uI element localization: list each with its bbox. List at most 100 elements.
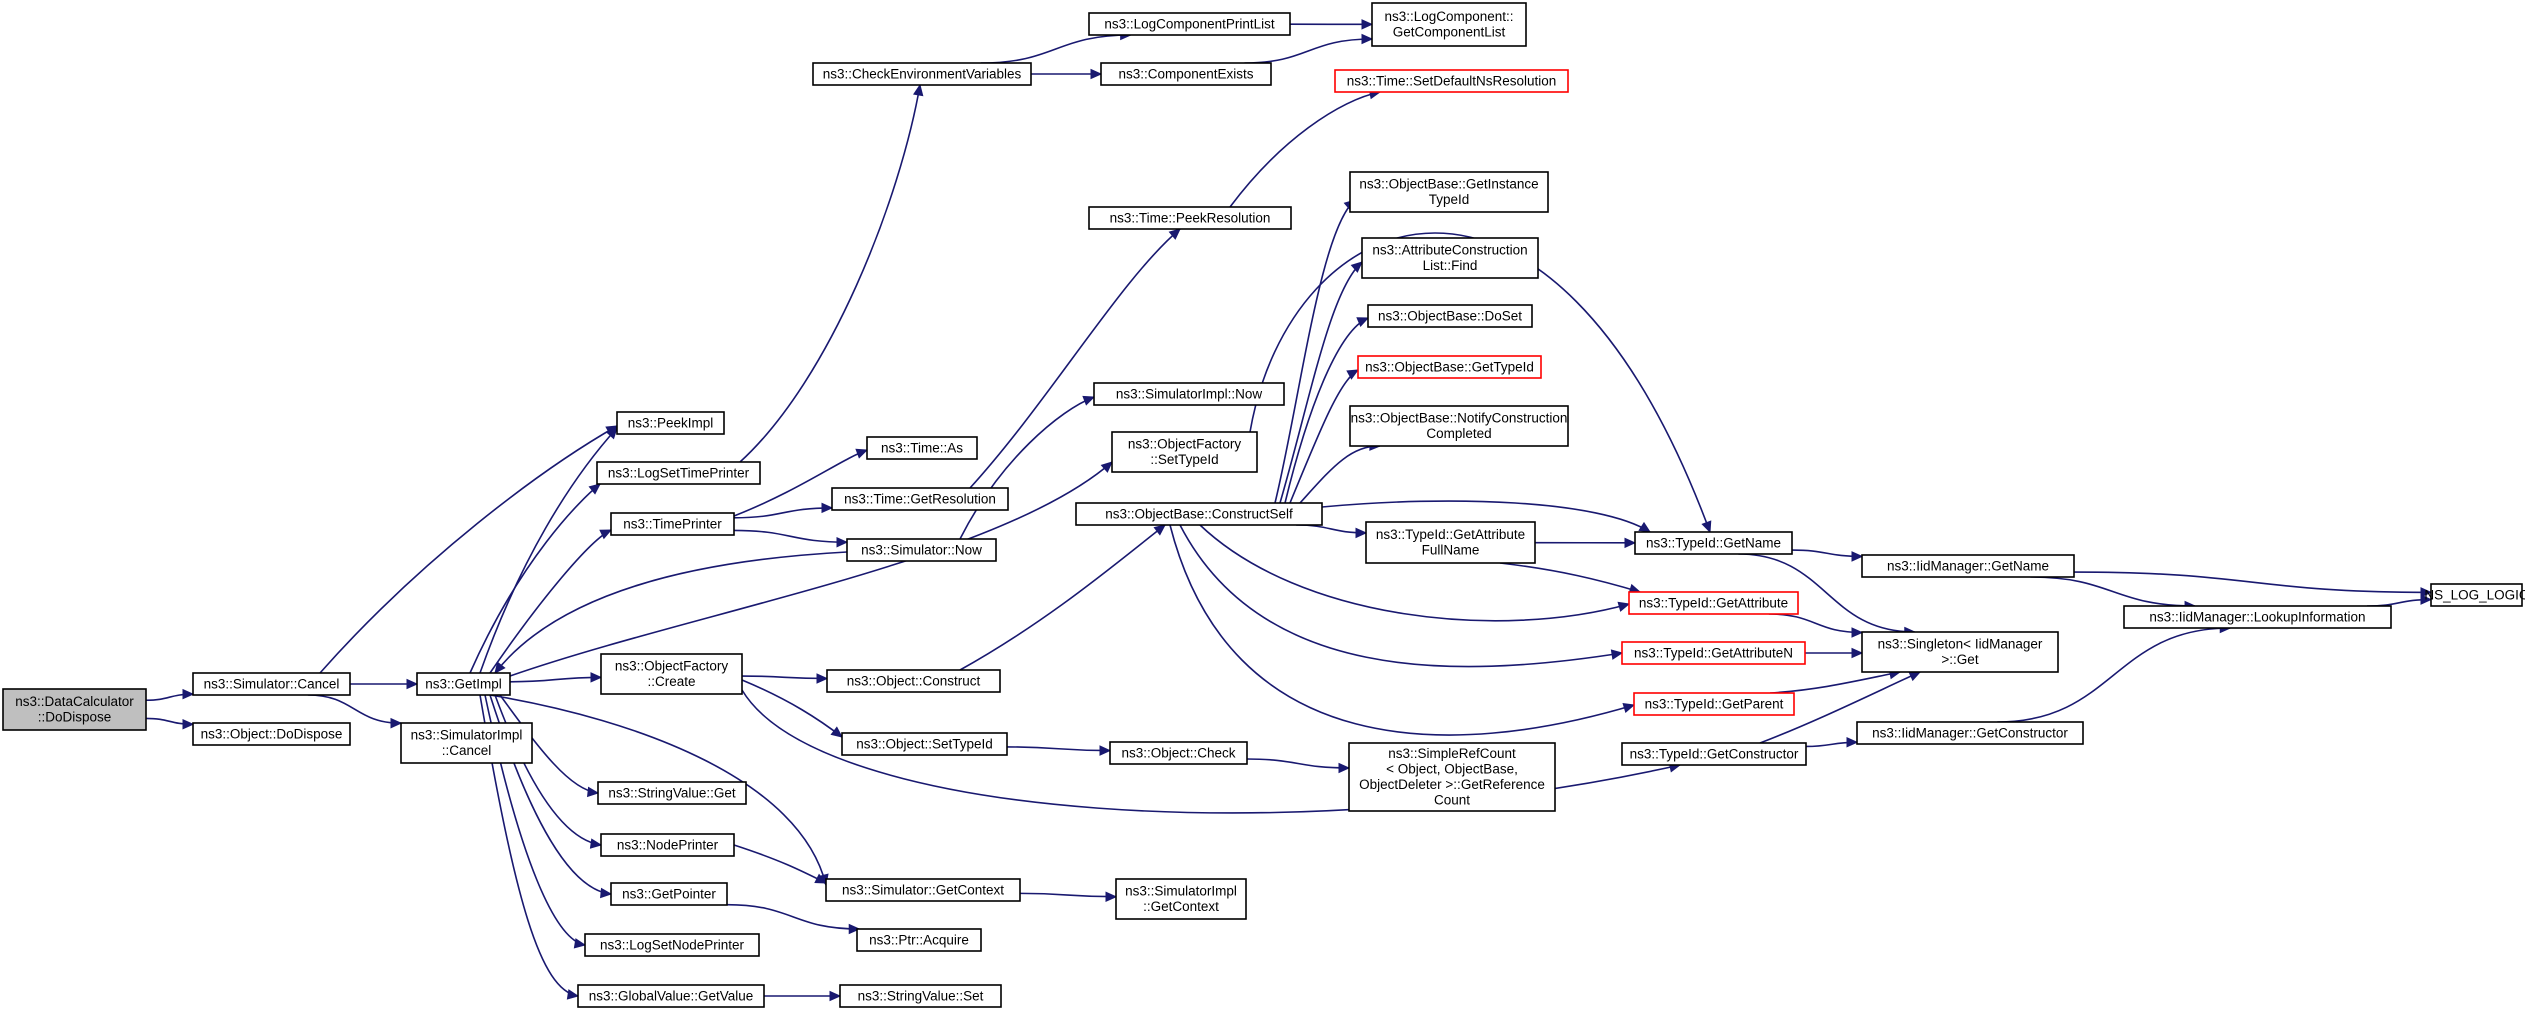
node-timeSetDefault[interactable]: ns3::Time::SetDefaultNsResolution xyxy=(1334,69,1569,93)
node-label: ns3::SimulatorImpl xyxy=(411,728,523,743)
node-timePrinter[interactable]: ns3::TimePrinter xyxy=(610,512,735,536)
node-logCompPrintList[interactable]: ns3::LogComponentPrintList xyxy=(1088,12,1291,36)
node-label: ::Create xyxy=(647,674,695,689)
node-label: ns3::TypeId::GetAttribute xyxy=(1639,595,1788,610)
arrowhead xyxy=(589,838,603,849)
node-box xyxy=(192,722,351,746)
node-timeAs[interactable]: ns3::Time::As xyxy=(866,436,978,460)
arrowhead xyxy=(836,536,849,548)
node-iidManagerGetName[interactable]: ns3::IidManager::GetName xyxy=(1861,554,2075,578)
node-obGetTypeId[interactable]: ns3::ObjectBase::GetTypeId xyxy=(1357,355,1542,379)
node-getPointer[interactable]: ns3::GetPointer xyxy=(610,882,728,906)
node-box xyxy=(839,984,1002,1008)
node-objCheck[interactable]: ns3::Object::Check xyxy=(1109,741,1248,765)
arrowhead xyxy=(590,672,603,683)
node-box xyxy=(1634,531,1793,555)
node-box xyxy=(1361,237,1539,279)
arrowhead xyxy=(1622,702,1636,714)
node-root[interactable]: ns3::DataCalculator::DoDispose xyxy=(2,688,147,731)
node-singletonGet[interactable]: ns3::Singleton< IidManager >::Get xyxy=(1861,631,2059,673)
node-objSetTypeId[interactable]: ns3::Object::SetTypeId xyxy=(841,732,1008,756)
node-peekImpl[interactable]: ns3::PeekImpl xyxy=(616,411,725,435)
node-ptrAcquire[interactable]: ns3::Ptr::Acquire xyxy=(856,928,982,952)
arrowhead xyxy=(848,923,861,935)
node-simpleRefCount[interactable]: ns3::SimpleRefCount< Object, ObjectBase,… xyxy=(1348,742,1556,812)
node-logCompGetList[interactable]: ns3::LogComponent::GetComponentList xyxy=(1371,2,1527,47)
node-label: ns3::Time::SetDefaultNsResolution xyxy=(1347,73,1557,88)
edge-layer xyxy=(145,19,2433,1002)
edge-objBaseConstructSelf-to-attrConstructionListFind xyxy=(1279,261,1363,504)
node-label: ::DoDispose xyxy=(38,710,112,725)
node-label: ns3::AttributeConstruction xyxy=(1372,243,1527,258)
node-typeIdGetName[interactable]: ns3::TypeId::GetName xyxy=(1634,531,1793,555)
node-typeIdGetAttribute[interactable]: ns3::TypeId::GetAttribute xyxy=(1628,591,1799,615)
node-label: ns3::GetPointer xyxy=(622,886,716,901)
node-label: ns3::ObjectBase::DoSet xyxy=(1378,308,1522,323)
node-box xyxy=(1371,2,1527,47)
node-box xyxy=(1088,12,1291,36)
node-iidManagerGetConstructor[interactable]: ns3::IidManager::GetConstructor xyxy=(1856,721,2084,745)
arrowhead xyxy=(182,688,195,700)
arrowhead xyxy=(1638,521,1652,533)
node-box xyxy=(1365,521,1536,564)
node-label: < Object, ObjectBase, xyxy=(1386,762,1518,777)
edge-typeIdGetAttribute-to-singletonGet xyxy=(1768,613,1863,634)
node-simImplCancel[interactable]: ns3::SimulatorImpl::Cancel xyxy=(400,722,533,764)
node-box xyxy=(610,882,728,906)
arrowhead xyxy=(573,938,587,949)
node-typeIdGetParent[interactable]: ns3::TypeId::GetParent xyxy=(1633,692,1795,716)
arrowhead xyxy=(1610,649,1624,660)
arrowhead xyxy=(1099,745,1112,756)
node-objBaseConstructSelf[interactable]: ns3::ObjectBase::ConstructSelf xyxy=(1075,502,1323,526)
node-obDoSet[interactable]: ns3::ObjectBase::DoSet xyxy=(1367,304,1533,328)
node-globalValueGetValue[interactable]: ns3::GlobalValue::GetValue xyxy=(577,984,765,1008)
node-stringValueGet[interactable]: ns3::StringValue::Get xyxy=(597,781,747,805)
node-typeIdGetConstructor[interactable]: ns3::TypeId::GetConstructor xyxy=(1621,742,1807,766)
node-obNotifyConstruction[interactable]: ns3::ObjectBase::NotifyConstructionCompl… xyxy=(1349,405,1569,447)
node-box xyxy=(400,722,533,764)
node-componentExists[interactable]: ns3::ComponentExists xyxy=(1100,62,1272,86)
edge-getPointer-to-ptrAcquire xyxy=(726,903,860,930)
node-nodePrinter[interactable]: ns3::NodePrinter xyxy=(600,833,735,857)
node-box xyxy=(1075,502,1323,526)
node-simCancel[interactable]: ns3::Simulator::Cancel xyxy=(192,672,351,696)
node-box xyxy=(841,732,1008,756)
node-box xyxy=(610,512,735,536)
node-timePeekRes[interactable]: ns3::Time::PeekResolution xyxy=(1088,206,1292,230)
node-label: ns3::Simulator::Now xyxy=(861,542,982,557)
edge-simNow-to-simImplNow xyxy=(959,396,1095,540)
node-label: ns3::NodePrinter xyxy=(617,837,719,852)
arrowhead xyxy=(1851,627,1864,638)
node-stringValueSet[interactable]: ns3::StringValue::Set xyxy=(839,984,1002,1008)
node-simGetContext[interactable]: ns3::Simulator::GetContext xyxy=(825,878,1021,902)
node-objDoDispose[interactable]: ns3::Object::DoDispose xyxy=(192,722,351,746)
edge-objBaseConstructSelf-to-typeIdGetAttributeN xyxy=(1179,524,1623,668)
node-nsLogLogic[interactable]: NS_LOG_LOGIC xyxy=(2424,583,2525,607)
node-box xyxy=(2123,605,2392,629)
edge-objBaseConstructSelf-to-typeIdGetName xyxy=(1321,500,1651,533)
node-label: Count xyxy=(1434,793,1470,808)
node-label: ns3::Time::As xyxy=(881,440,963,455)
node-objFactorySetTypeId[interactable]: ns3::ObjectFactory::SetTypeId xyxy=(1111,431,1258,473)
node-iidManagerLookup[interactable]: ns3::IidManager::LookupInformation xyxy=(2123,605,2392,629)
node-typeIdGetAttributeN[interactable]: ns3::TypeId::GetAttributeN xyxy=(1621,641,1806,665)
arrowhead xyxy=(821,502,834,514)
node-objFactoryCreate[interactable]: ns3::ObjectFactory::Create xyxy=(600,653,743,695)
node-simImplGetContext[interactable]: ns3::SimulatorImpl::GetContext xyxy=(1115,878,1247,920)
node-getImpl[interactable]: ns3::GetImpl xyxy=(416,672,511,696)
node-timeGetResolution[interactable]: ns3::Time::GetResolution xyxy=(831,487,1009,511)
edge-timePeekRes-to-timeSetDefault xyxy=(1229,91,1381,208)
node-logSetNodePrinter[interactable]: ns3::LogSetNodePrinter xyxy=(584,933,760,957)
node-logSetTimePrinter[interactable]: ns3::LogSetTimePrinter xyxy=(596,461,761,485)
node-label: NS_LOG_LOGIC xyxy=(2424,587,2525,602)
arrowhead xyxy=(1624,537,1637,549)
node-simImplNow[interactable]: ns3::SimulatorImpl::Now xyxy=(1093,382,1285,406)
node-checkEnv[interactable]: ns3::CheckEnvironmentVariables xyxy=(812,62,1032,86)
arrowhead xyxy=(566,989,580,1000)
node-label: ns3::Simulator::GetContext xyxy=(842,882,1004,897)
node-simNow[interactable]: ns3::Simulator::Now xyxy=(846,538,997,562)
node-objConstruct[interactable]: ns3::Object::Construct xyxy=(826,669,1001,693)
